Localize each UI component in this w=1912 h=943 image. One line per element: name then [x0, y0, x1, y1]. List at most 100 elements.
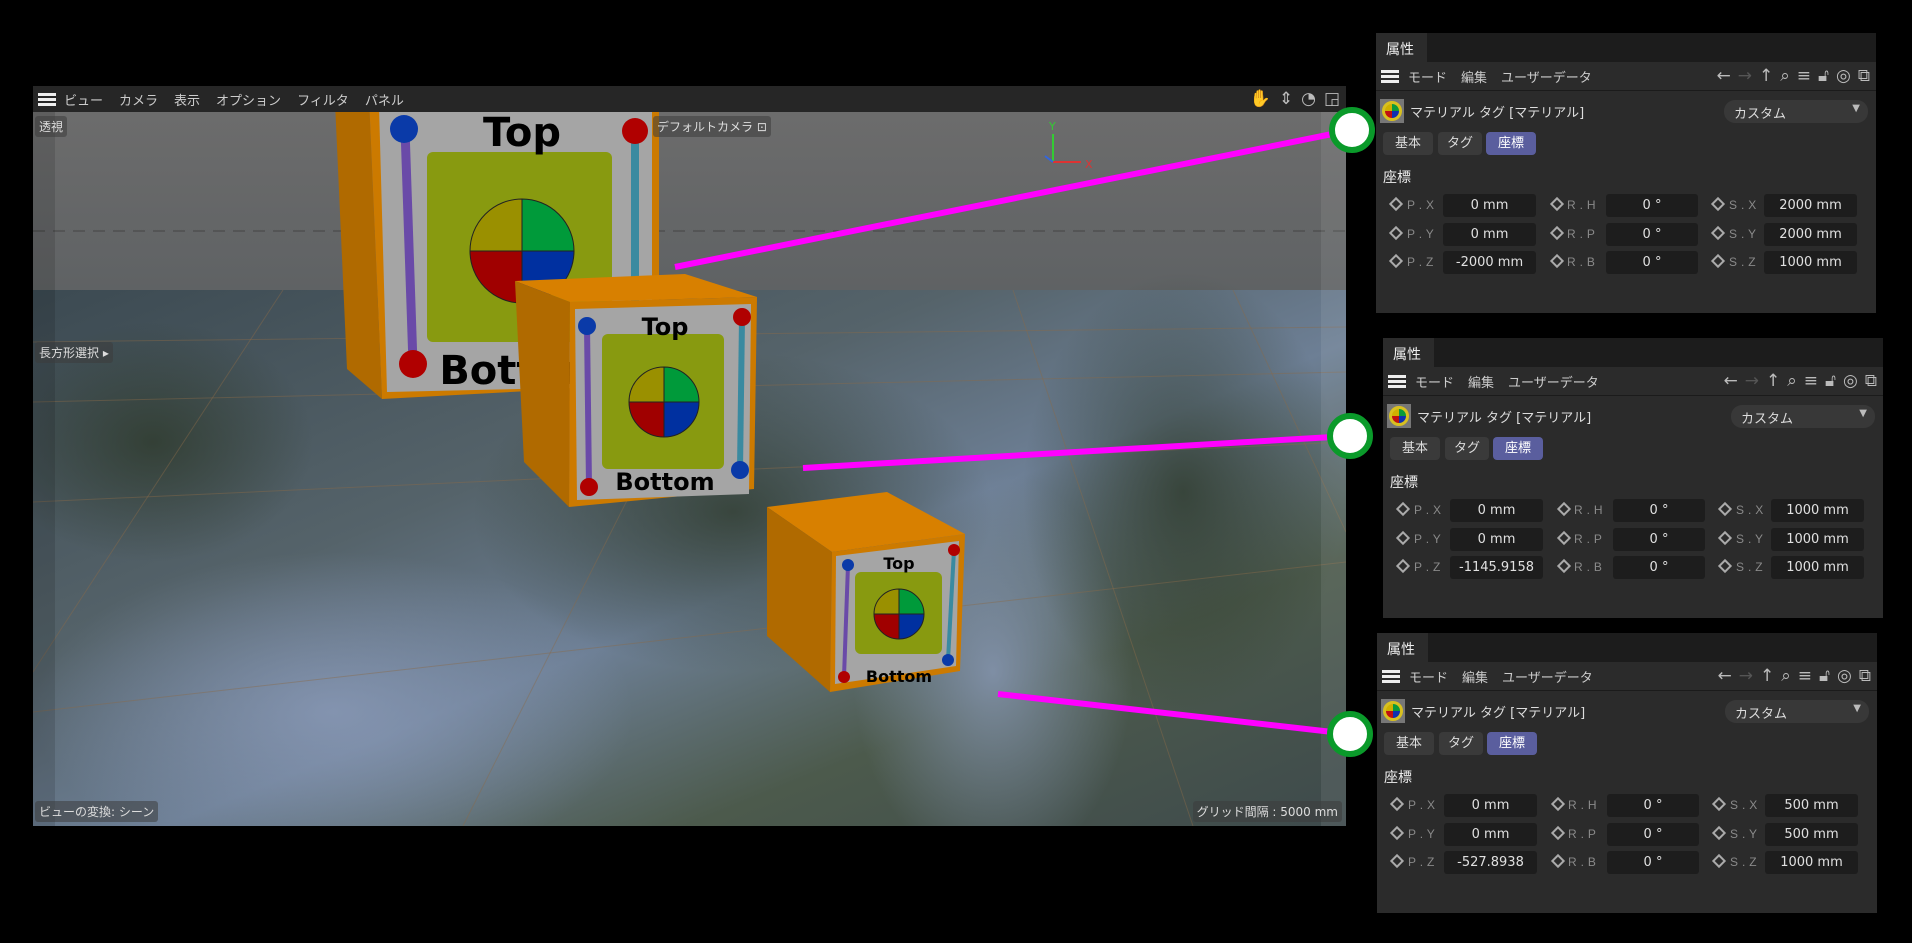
field-p-y[interactable]: 0 mm	[1450, 528, 1543, 551]
scene-render[interactable]: Y X	[33, 112, 1346, 826]
field-r-b[interactable]: 0 °	[1606, 251, 1698, 274]
keyframe-diamond-icon[interactable]	[1549, 253, 1565, 269]
keyframe-diamond-icon[interactable]	[1550, 853, 1566, 869]
tab-basic[interactable]: 基本	[1383, 132, 1433, 155]
forward-arrow-icon[interactable]: →	[1744, 371, 1759, 391]
tab-attributes[interactable]: 属性	[1376, 33, 1427, 62]
filter-icon[interactable]: ≡	[1803, 371, 1818, 391]
menu-mode[interactable]: モード	[1409, 670, 1449, 686]
field-r-h[interactable]: 0 °	[1606, 194, 1698, 217]
menu-panel[interactable]: パネル	[364, 93, 404, 109]
target-icon[interactable]: ◎	[1843, 371, 1858, 391]
new-window-icon[interactable]: ⧉	[1864, 371, 1877, 391]
field-r-p[interactable]: 0 °	[1613, 528, 1705, 551]
field-p-y[interactable]: 0 mm	[1444, 823, 1537, 846]
target-icon[interactable]: ◎	[1837, 666, 1852, 686]
keyframe-diamond-icon[interactable]	[1550, 796, 1566, 812]
tab-coordinates[interactable]: 座標	[1486, 132, 1536, 155]
forward-arrow-icon[interactable]: →	[1737, 66, 1752, 86]
field-p-z[interactable]: -2000 mm	[1443, 251, 1536, 274]
field-s-x[interactable]: 500 mm	[1765, 794, 1858, 817]
field-r-h[interactable]: 0 °	[1613, 499, 1705, 522]
field-s-z[interactable]: 1000 mm	[1765, 851, 1858, 874]
keyframe-diamond-icon[interactable]	[1710, 225, 1726, 241]
tab-basic[interactable]: 基本	[1384, 732, 1434, 755]
field-r-p[interactable]: 0 °	[1607, 823, 1699, 846]
field-r-h[interactable]: 0 °	[1607, 794, 1699, 817]
up-arrow-icon[interactable]: ↑	[1765, 371, 1781, 391]
field-p-x[interactable]: 0 mm	[1450, 499, 1543, 522]
menu-edit[interactable]: 編集	[1461, 70, 1488, 86]
tab-basic[interactable]: 基本	[1390, 437, 1440, 460]
field-p-x[interactable]: 0 mm	[1444, 794, 1537, 817]
preset-dropdown[interactable]: カスタム▼	[1731, 405, 1875, 428]
preset-dropdown[interactable]: カスタム▼	[1725, 700, 1869, 723]
tab-tag[interactable]: タグ	[1439, 732, 1483, 755]
hamburger-menu-icon[interactable]	[38, 92, 56, 106]
field-r-p[interactable]: 0 °	[1606, 223, 1698, 246]
forward-arrow-icon[interactable]: →	[1738, 666, 1753, 686]
keyframe-diamond-icon[interactable]	[1550, 825, 1566, 841]
lock-icon[interactable]: 🔓︎	[1824, 371, 1837, 391]
hamburger-menu-icon[interactable]	[1381, 69, 1399, 83]
menu-view[interactable]: ビュー	[64, 93, 104, 109]
maximize-view-icon[interactable]: ◲	[1323, 89, 1340, 109]
lock-icon[interactable]: 🔓︎	[1818, 666, 1831, 686]
keyframe-diamond-icon[interactable]	[1556, 501, 1572, 517]
keyframe-diamond-icon[interactable]	[1710, 196, 1726, 212]
menu-edit[interactable]: 編集	[1468, 375, 1495, 391]
keyframe-diamond-icon[interactable]	[1711, 825, 1727, 841]
menu-options[interactable]: オプション	[216, 93, 282, 109]
menu-display[interactable]: 表示	[174, 93, 201, 109]
keyframe-diamond-icon[interactable]	[1549, 225, 1565, 241]
menu-user-data[interactable]: ユーザーデータ	[1502, 670, 1593, 686]
field-p-y[interactable]: 0 mm	[1443, 223, 1536, 246]
field-s-y[interactable]: 500 mm	[1765, 823, 1858, 846]
tab-attributes[interactable]: 属性	[1383, 338, 1434, 367]
keyframe-diamond-icon[interactable]	[1388, 253, 1404, 269]
field-s-x[interactable]: 2000 mm	[1764, 194, 1857, 217]
menu-mode[interactable]: モード	[1408, 70, 1448, 86]
field-r-b[interactable]: 0 °	[1607, 851, 1699, 874]
back-arrow-icon[interactable]: ←	[1723, 371, 1738, 391]
field-p-z[interactable]: -1145.9158	[1450, 556, 1543, 579]
keyframe-diamond-icon[interactable]	[1395, 501, 1411, 517]
field-s-z[interactable]: 1000 mm	[1771, 556, 1864, 579]
view-mode-label[interactable]: 透視	[35, 116, 68, 137]
camera-label[interactable]: デフォルトカメラ ⊡	[653, 116, 771, 137]
move-arrows-icon[interactable]: ⇕	[1278, 89, 1294, 109]
menu-filter[interactable]: フィルタ	[297, 93, 349, 109]
pan-hand-icon[interactable]: ✋	[1249, 89, 1271, 109]
keyframe-diamond-icon[interactable]	[1710, 253, 1726, 269]
menu-mode[interactable]: モード	[1415, 375, 1455, 391]
hamburger-menu-icon[interactable]	[1382, 669, 1400, 683]
search-icon[interactable]: ⌕	[1780, 66, 1790, 86]
field-p-z[interactable]: -527.8938	[1444, 851, 1537, 874]
search-icon[interactable]: ⌕	[1781, 666, 1791, 686]
keyframe-diamond-icon[interactable]	[1717, 558, 1733, 574]
up-arrow-icon[interactable]: ↑	[1759, 666, 1775, 686]
keyframe-diamond-icon[interactable]	[1711, 796, 1727, 812]
field-s-y[interactable]: 2000 mm	[1764, 223, 1857, 246]
keyframe-diamond-icon[interactable]	[1556, 530, 1572, 546]
keyframe-diamond-icon[interactable]	[1556, 558, 1572, 574]
back-arrow-icon[interactable]: ←	[1717, 666, 1732, 686]
new-window-icon[interactable]: ⧉	[1857, 66, 1870, 86]
keyframe-diamond-icon[interactable]	[1388, 225, 1404, 241]
menu-edit[interactable]: 編集	[1462, 670, 1489, 686]
menu-user-data[interactable]: ユーザーデータ	[1508, 375, 1599, 391]
search-icon[interactable]: ⌕	[1787, 371, 1797, 391]
tab-coordinates[interactable]: 座標	[1493, 437, 1543, 460]
field-s-z[interactable]: 1000 mm	[1764, 251, 1857, 274]
preset-dropdown[interactable]: カスタム▼	[1724, 100, 1868, 123]
keyframe-diamond-icon[interactable]	[1395, 530, 1411, 546]
menu-user-data[interactable]: ユーザーデータ	[1501, 70, 1592, 86]
tab-tag[interactable]: タグ	[1438, 132, 1482, 155]
target-icon[interactable]: ◎	[1836, 66, 1851, 86]
menu-camera[interactable]: カメラ	[119, 93, 159, 109]
keyframe-diamond-icon[interactable]	[1549, 196, 1565, 212]
keyframe-diamond-icon[interactable]	[1717, 530, 1733, 546]
field-r-b[interactable]: 0 °	[1613, 556, 1705, 579]
keyframe-diamond-icon[interactable]	[1389, 825, 1405, 841]
